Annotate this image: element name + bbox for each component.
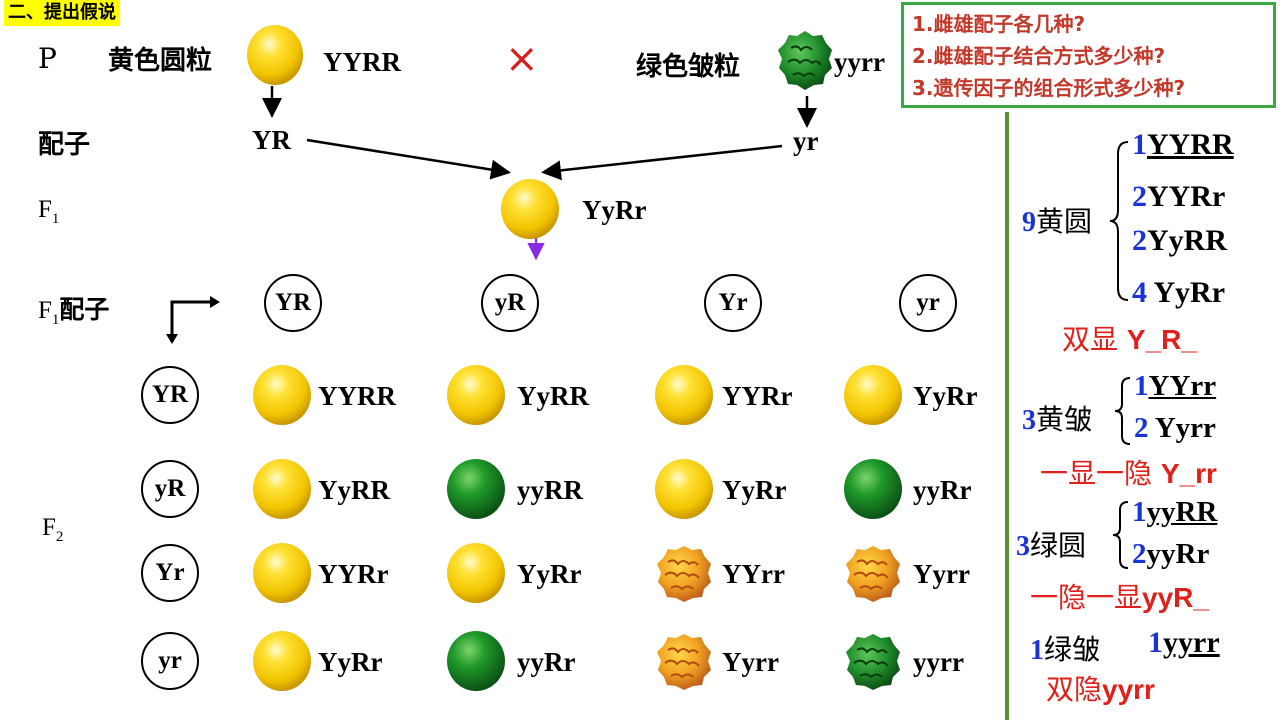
parent-green-genotype: yyrr xyxy=(834,47,885,77)
pea-yellow-round xyxy=(844,365,902,425)
gamete-right: yr xyxy=(793,126,819,156)
f2-genotype: yyRr xyxy=(517,647,576,677)
p-row-label: P xyxy=(38,42,57,75)
f2-genotype: Yyrr xyxy=(913,559,970,589)
pea-yellow-round xyxy=(253,543,311,603)
f2-genotype: YyRr xyxy=(913,381,978,411)
pea-green-wrinkled xyxy=(778,31,832,90)
parent-yellow-genotype: YYRR xyxy=(323,47,401,77)
summary-note: 双显 Y_R_ xyxy=(1062,323,1197,356)
summary-item: 1yyRR xyxy=(1132,496,1218,528)
f1-gamete-circle: yR xyxy=(481,274,539,332)
question-item: 2.雌雄配子结合方式多少种? xyxy=(912,44,1166,68)
brace-icon xyxy=(1112,501,1129,569)
f2-label: F2 xyxy=(42,514,64,545)
pea-yellow-round xyxy=(447,365,505,425)
gamete-left: YR xyxy=(252,125,291,155)
summary-item: 1YYrr xyxy=(1134,370,1217,402)
f2-genotype: YYrr xyxy=(722,559,785,589)
questions-box: 1.雌雄配子各几种? 2.雌雄配子结合方式多少种? 3.遗传因子的组合形式多少种… xyxy=(901,2,1276,108)
f2-genotype: Yyrr xyxy=(722,647,779,677)
parent-yellow-name: 黄色圆粒 xyxy=(108,46,213,76)
f2-genotype: yyRr xyxy=(913,475,972,505)
pea-green-round xyxy=(447,459,505,519)
green-round-group-label: 3绿圆 xyxy=(1016,529,1087,562)
pea-yellow-wrinkled xyxy=(657,546,711,602)
summary-item: 1yyrr xyxy=(1148,626,1220,659)
f2-genotype: YYRR xyxy=(318,381,396,411)
pea-yellow-round xyxy=(655,365,713,425)
summary-note: 一隐一显yyR_ xyxy=(1030,581,1209,614)
section-title: 二、提出假说 xyxy=(4,0,120,26)
summary-note: 双隐yyrr xyxy=(1046,673,1155,706)
f2-gamete-circle: yR xyxy=(141,460,199,518)
parent-arrows xyxy=(262,86,817,261)
summary-item: 4 YyRr xyxy=(1132,276,1226,309)
pea-yellow-wrinkled xyxy=(657,634,711,690)
f2-genotype: YyRr xyxy=(318,647,383,677)
summary-item: 2YyRR xyxy=(1132,224,1227,257)
f1-label: F1 xyxy=(38,196,60,227)
f1-gamete-circle: yr xyxy=(899,274,957,332)
pea-green-round xyxy=(447,631,505,691)
cross-symbol: × xyxy=(505,36,539,82)
pea-yellow-round xyxy=(247,25,303,85)
vertical-divider xyxy=(1005,112,1009,720)
summary-item: 2YYRr xyxy=(1132,180,1226,213)
pea-yellow-round xyxy=(253,365,311,425)
f2-genotype: YyRr xyxy=(517,559,582,589)
summary-note: 一显一隐 Y_rr xyxy=(1040,457,1217,490)
f2-gamete-circle: Yr xyxy=(141,544,199,602)
gametes-row-label: 配子 xyxy=(38,130,91,160)
f2-genotype: YyRr xyxy=(722,475,787,505)
yellow-wrinkled-group-label: 3黄皱 xyxy=(1022,403,1093,436)
f2-genotype: yyrr xyxy=(913,647,964,677)
pea-green-round xyxy=(844,459,902,519)
f2-gamete-circle: yr xyxy=(141,632,199,690)
f2-genotype: YyRR xyxy=(517,381,589,411)
pea-f1-yellow-round xyxy=(501,179,559,239)
pea-yellow-round xyxy=(447,543,505,603)
f2-genotype: YyRR xyxy=(318,475,390,505)
f2-genotype: YYRr xyxy=(722,381,793,411)
corner-arrow-icon xyxy=(166,296,220,344)
f1-genotype: YyRr xyxy=(582,195,647,225)
pea-yellow-round xyxy=(253,631,311,691)
pea-yellow-round xyxy=(655,459,713,519)
summary-item: 2 Yyrr xyxy=(1134,412,1216,444)
pea-yellow-round xyxy=(253,459,311,519)
summary-item: 1YYRR xyxy=(1132,128,1234,161)
green-wrinkled-group-label: 1绿皱 xyxy=(1030,633,1101,666)
brace-icon xyxy=(1114,377,1131,445)
brace-icon xyxy=(1109,141,1129,301)
f1-gamete-circle: Yr xyxy=(704,274,762,332)
parent-green-name: 绿色皱粒 xyxy=(636,52,741,82)
f1-gamete-circle: YR xyxy=(264,274,322,332)
pea-green-wrinkled xyxy=(846,634,900,690)
question-item: 1.雌雄配子各几种? xyxy=(912,12,1086,36)
question-item: 3.遗传因子的组合形式多少种? xyxy=(912,76,1186,100)
yellow-round-group-label: 9黄圆 xyxy=(1022,205,1093,238)
f2-gamete-circle: YR xyxy=(141,366,199,424)
summary-item: 2yyRr xyxy=(1132,538,1210,570)
pea-yellow-wrinkled xyxy=(846,546,900,602)
f2-genotype: YYRr xyxy=(318,559,389,589)
f1-gametes-label: F1配子 xyxy=(38,295,110,328)
f2-genotype: yyRR xyxy=(517,475,583,505)
